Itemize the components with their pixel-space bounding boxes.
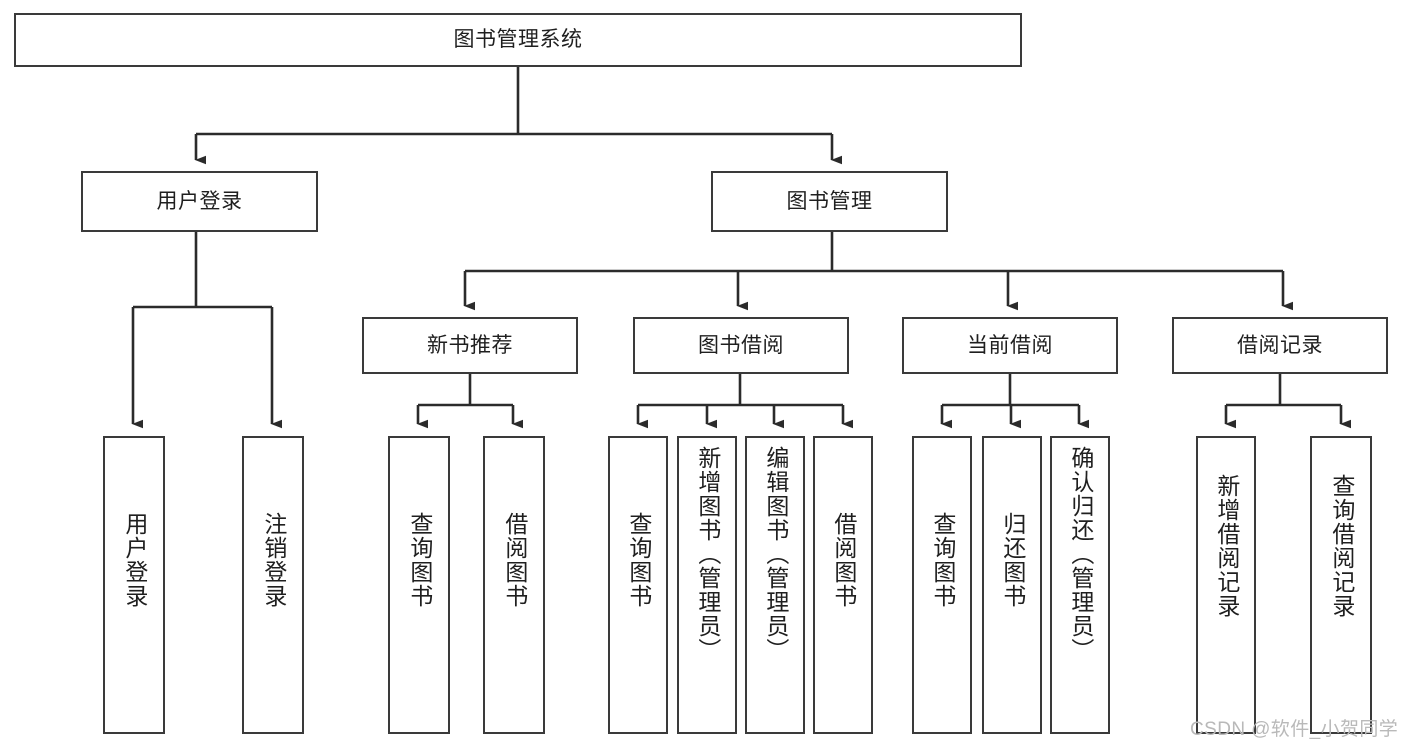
node-root-book-management-system[interactable]: 图书管理系统: [14, 13, 1022, 67]
node-label: 新增图书（管理员）: [694, 446, 721, 662]
node-label: 查询图书: [929, 512, 956, 608]
leaf-borrow-record-query-record[interactable]: 查询借阅记录: [1310, 436, 1372, 734]
node-label: 用户登录: [121, 512, 148, 608]
leaf-book-borrow-add-book-admin[interactable]: 新增图书（管理员）: [677, 436, 737, 734]
leaf-book-borrow-borrow-books[interactable]: 借阅图书: [813, 436, 873, 734]
node-label: 查询图书: [406, 512, 433, 608]
node-new-book-recommendation[interactable]: 新书推荐: [362, 317, 578, 374]
leaf-new-book-query-books[interactable]: 查询图书: [388, 436, 450, 734]
leaf-current-borrow-return-books[interactable]: 归还图书: [982, 436, 1042, 734]
node-borrowing-records[interactable]: 借阅记录: [1172, 317, 1388, 374]
node-label: 图书借阅: [698, 333, 784, 357]
node-current-borrowing[interactable]: 当前借阅: [902, 317, 1118, 374]
leaf-book-borrow-query-books[interactable]: 查询图书: [608, 436, 668, 734]
leaf-current-borrow-confirm-return-admin[interactable]: 确认归还（管理员）: [1050, 436, 1110, 734]
node-label: 查询图书: [625, 512, 652, 608]
node-label: 新增借阅记录: [1213, 474, 1240, 618]
leaf-book-borrow-edit-book-admin[interactable]: 编辑图书（管理员）: [745, 436, 805, 734]
node-label: 当前借阅: [967, 333, 1053, 357]
node-label: 借阅记录: [1237, 333, 1323, 357]
node-label: 确认归还（管理员）: [1067, 446, 1094, 662]
leaf-borrow-record-add-record[interactable]: 新增借阅记录: [1196, 436, 1256, 734]
node-label: 查询借阅记录: [1328, 474, 1355, 618]
leaf-user-login-login[interactable]: 用户登录: [103, 436, 165, 734]
leaf-user-login-logout[interactable]: 注销登录: [242, 436, 304, 734]
node-label: 借阅图书: [501, 512, 528, 608]
node-label: 编辑图书（管理员）: [762, 446, 789, 662]
node-label: 注销登录: [260, 512, 287, 608]
node-book-management[interactable]: 图书管理: [711, 171, 948, 232]
node-label: 借阅图书: [830, 512, 857, 608]
leaf-new-book-borrow-books[interactable]: 借阅图书: [483, 436, 545, 734]
node-label: 图书管理系统: [453, 28, 583, 52]
leaf-current-borrow-query-books[interactable]: 查询图书: [912, 436, 972, 734]
node-label: 归还图书: [999, 512, 1026, 608]
node-user-login[interactable]: 用户登录: [81, 171, 318, 232]
node-label: 图书管理: [786, 189, 873, 213]
node-book-borrowing[interactable]: 图书借阅: [633, 317, 849, 374]
csdn-watermark: CSDN @软件_小贺同学: [1190, 719, 1399, 740]
node-label: 新书推荐: [427, 333, 513, 357]
node-label: 用户登录: [156, 189, 243, 213]
